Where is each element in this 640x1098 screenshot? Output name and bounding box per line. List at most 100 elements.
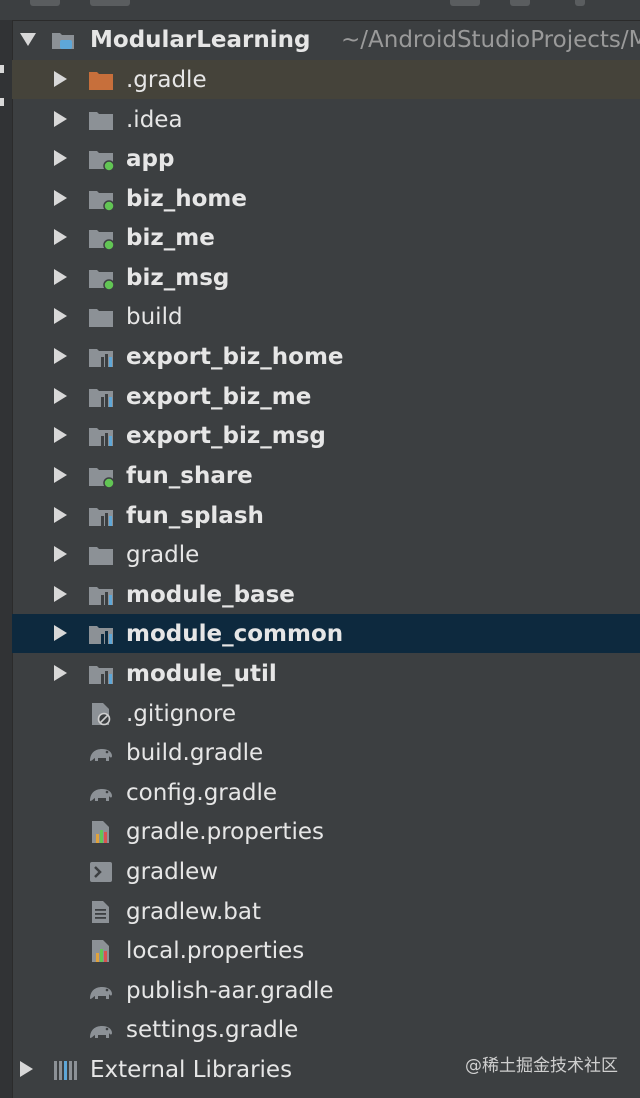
expand-arrow-icon[interactable] (54, 586, 67, 602)
project-name: ModularLearning (90, 27, 311, 53)
properties-file-icon (92, 940, 109, 962)
expand-arrow-icon[interactable] (54, 665, 67, 681)
tree-row-export-biz-me[interactable]: export_biz_me (12, 377, 640, 416)
tree-row-config-gradle[interactable]: config.gradle (12, 773, 640, 812)
module-folder-icon (89, 191, 114, 211)
tree-row-label: gradle (126, 542, 200, 568)
tree-row-label: biz_home (126, 186, 247, 212)
ignore-file-icon (92, 703, 111, 726)
tree-row-label: .idea (126, 107, 183, 133)
expand-arrow-icon[interactable] (54, 546, 67, 562)
left-tool-strip[interactable] (0, 20, 13, 1098)
expand-arrow-icon[interactable] (54, 150, 67, 166)
tree-row-label: build.gradle (126, 740, 264, 766)
tree-row-label: .gitignore (126, 701, 237, 727)
text-file-icon (92, 901, 109, 923)
expand-arrow-icon[interactable] (54, 111, 67, 127)
tree-row-label: gradle.properties (126, 819, 324, 845)
strip-marker (0, 98, 4, 106)
tree-row-build-gradle[interactable]: build.gradle (12, 733, 640, 772)
tree-row-label: publish-aar.gradle (126, 978, 334, 1004)
tree-row-label: export_biz_msg (126, 423, 326, 449)
project-root-row[interactable]: ModularLearning ~/AndroidStudioProjects/… (12, 20, 640, 59)
toolbar-strip (0, 0, 640, 21)
properties-file-icon (92, 821, 109, 843)
tree-row-export-biz-msg[interactable]: export_biz_msg (12, 416, 640, 455)
tree-row-app[interactable]: app (12, 139, 640, 178)
tree-row-dot-gradle[interactable]: .gradle (12, 60, 640, 99)
expand-arrow-icon[interactable] (54, 190, 67, 206)
tree-row-label: build (126, 304, 183, 330)
expand-arrow-icon[interactable] (54, 269, 67, 285)
tree-row-biz-me[interactable]: biz_me (12, 218, 640, 257)
gradle-elephant-icon (90, 749, 112, 761)
project-path: ~/AndroidStudioProjects/M (341, 27, 640, 53)
folder-icon (89, 112, 113, 130)
toolbar-ghost-icon (510, 0, 530, 6)
gradle-elephant-icon (90, 1026, 112, 1038)
watermark: @稀土掘金技术社区 (465, 1056, 618, 1076)
tree-row-label: .gradle (126, 67, 207, 93)
tree-row-label: gradlew (126, 859, 219, 885)
expand-arrow-icon[interactable] (54, 467, 67, 483)
tree-row-label: gradlew.bat (126, 899, 262, 925)
gradle-elephant-icon (90, 789, 112, 801)
library-icon (54, 1061, 77, 1080)
library-module-folder-icon (89, 666, 113, 684)
tree-row-module-common[interactable]: module_common (12, 614, 640, 653)
tree-row-gradlew-bat[interactable]: gradlew.bat (12, 892, 640, 931)
library-module-folder-icon (89, 626, 113, 644)
expand-arrow-icon[interactable] (54, 71, 67, 87)
expand-arrow-icon[interactable] (54, 388, 67, 404)
tree-row-label: module_util (126, 661, 277, 687)
folder-icon (89, 309, 113, 327)
tree-row-settings-gradle[interactable]: settings.gradle (12, 1010, 640, 1049)
toolbar-ghost-icon (30, 0, 60, 6)
tree-row-build[interactable]: build (12, 297, 640, 336)
expand-arrow-icon[interactable] (54, 507, 67, 523)
tree-row-gitignore[interactable]: .gitignore (12, 694, 640, 733)
expand-arrow-icon[interactable] (54, 229, 67, 245)
gradle-elephant-icon (90, 987, 112, 999)
toolbar-ghost-icon (450, 0, 480, 6)
tree-row-label: fun_splash (126, 503, 264, 529)
external-libraries-row[interactable]: External Libraries (12, 1050, 640, 1089)
expand-arrow-icon[interactable] (54, 348, 67, 364)
tree-row-label: module_base (126, 582, 295, 608)
tree-row-label: External Libraries (90, 1057, 293, 1083)
tree-row-fun-share[interactable]: fun_share (12, 456, 640, 495)
expand-arrow-icon[interactable] (20, 1061, 33, 1077)
tree-row-label: config.gradle (126, 780, 277, 806)
tree-row-label: biz_me (126, 225, 215, 251)
library-module-folder-icon (89, 428, 113, 446)
tree-row-label: export_biz_home (126, 344, 344, 370)
tree-row-gradle-properties[interactable]: gradle.properties (12, 812, 640, 851)
tree-row-label: biz_msg (126, 265, 230, 291)
tree-row-biz-home[interactable]: biz_home (12, 179, 640, 218)
module-folder-icon (89, 151, 114, 171)
module-folder-icon (89, 270, 114, 290)
tree-row-label: module_common (126, 621, 344, 647)
module-folder-icon (89, 468, 114, 488)
excluded-folder-icon (89, 72, 113, 90)
module-folder-icon (89, 230, 114, 250)
expand-arrow-icon[interactable] (54, 308, 67, 324)
tree-row-local-properties[interactable]: local.properties (12, 931, 640, 970)
tree-row-gradle[interactable]: gradle (12, 535, 640, 574)
tree-row-label: local.properties (126, 938, 305, 964)
tree-row-module-util[interactable]: module_util (12, 654, 640, 693)
expand-arrow-icon[interactable] (54, 427, 67, 443)
tree-row-gradlew[interactable]: gradlew (12, 852, 640, 891)
tree-row-idea[interactable]: .idea (12, 100, 640, 139)
tree-row-export-biz-home[interactable]: export_biz_home (12, 337, 640, 376)
shell-script-icon (90, 862, 112, 882)
library-module-folder-icon (89, 349, 113, 367)
collapse-arrow-icon[interactable] (20, 33, 36, 46)
library-module-folder-icon (89, 587, 113, 605)
tree-row-publish-aar-gradle[interactable]: publish-aar.gradle (12, 971, 640, 1010)
tree-row-fun-splash[interactable]: fun_splash (12, 496, 640, 535)
expand-arrow-icon[interactable] (54, 625, 67, 641)
tree-row-biz-msg[interactable]: biz_msg (12, 258, 640, 297)
tree-row-label: export_biz_me (126, 384, 312, 410)
tree-row-module-base[interactable]: module_base (12, 575, 640, 614)
